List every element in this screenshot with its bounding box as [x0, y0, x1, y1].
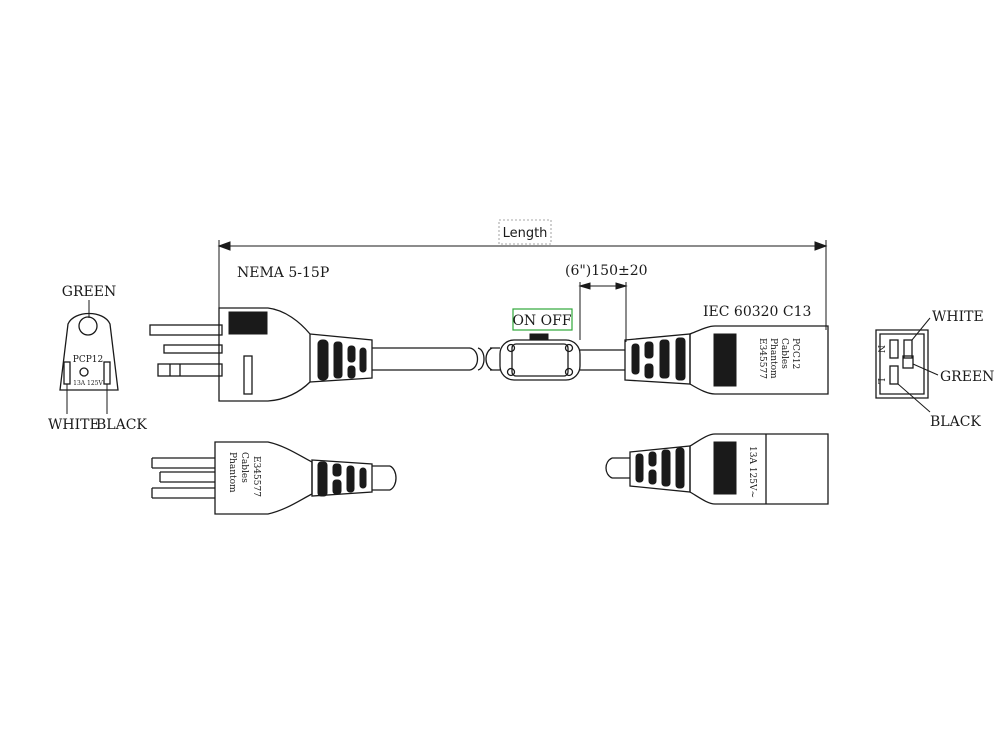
switch-offset-dimension: (6")150±20: [565, 263, 648, 342]
svg-text:Cables: Cables: [779, 338, 789, 369]
switch-offset-label: (6")150±20: [565, 263, 648, 279]
plug-face-rating: 13A 125V: [73, 380, 103, 387]
svg-text:Cables: Cables: [239, 452, 249, 483]
plug-type-label: NEMA 5-15P: [237, 265, 329, 281]
plug-face-model: PCP12: [73, 355, 103, 365]
iec-connector-face-view: N L WHITE GREEN BLACK: [875, 309, 994, 430]
inline-switch: ON OFF: [485, 308, 625, 381]
svg-text:E345577: E345577: [757, 338, 767, 379]
nema-plug-side-view: NEMA 5-15P: [149, 265, 485, 402]
connector-type-label: IEC 60320 C13: [703, 304, 811, 320]
connector-rating-text: 13A 125V~: [747, 446, 757, 498]
face-green-label: GREEN: [940, 369, 994, 385]
length-label: Length: [503, 226, 548, 241]
svg-text:Phantom: Phantom: [227, 452, 237, 493]
svg-text:Phantom: Phantom: [768, 338, 778, 379]
plug-face-green-label: GREEN: [62, 284, 116, 300]
plug-face-black-label: BLACK: [96, 417, 147, 433]
nema-plug-face-view: GREEN PCP12 13A 125V WHITE BLACK: [48, 284, 147, 433]
svg-text:E345577: E345577: [251, 456, 261, 497]
svg-text:N: N: [875, 345, 885, 353]
face-white-label: WHITE: [932, 309, 984, 325]
iec-connector-rotated-view: 13A 125V~: [605, 433, 829, 505]
connector-molding-text: E345577 Phantom Cables PCC12: [757, 338, 800, 379]
svg-text:PCC12: PCC12: [790, 338, 800, 369]
plug-molding-text: Phantom Cables E345577: [227, 452, 261, 497]
svg-text:L: L: [875, 378, 885, 384]
switch-label: ON OFF: [512, 313, 571, 329]
plug-face-white-label: WHITE: [48, 417, 100, 433]
face-black-label: BLACK: [930, 414, 981, 430]
nema-plug-rotated-view: Phantom Cables E345577: [151, 441, 397, 515]
length-dimension: Length: [217, 219, 828, 342]
iec-connector-side-view: IEC 60320 C13 E345577 Phantom Cables PCC…: [624, 304, 829, 395]
